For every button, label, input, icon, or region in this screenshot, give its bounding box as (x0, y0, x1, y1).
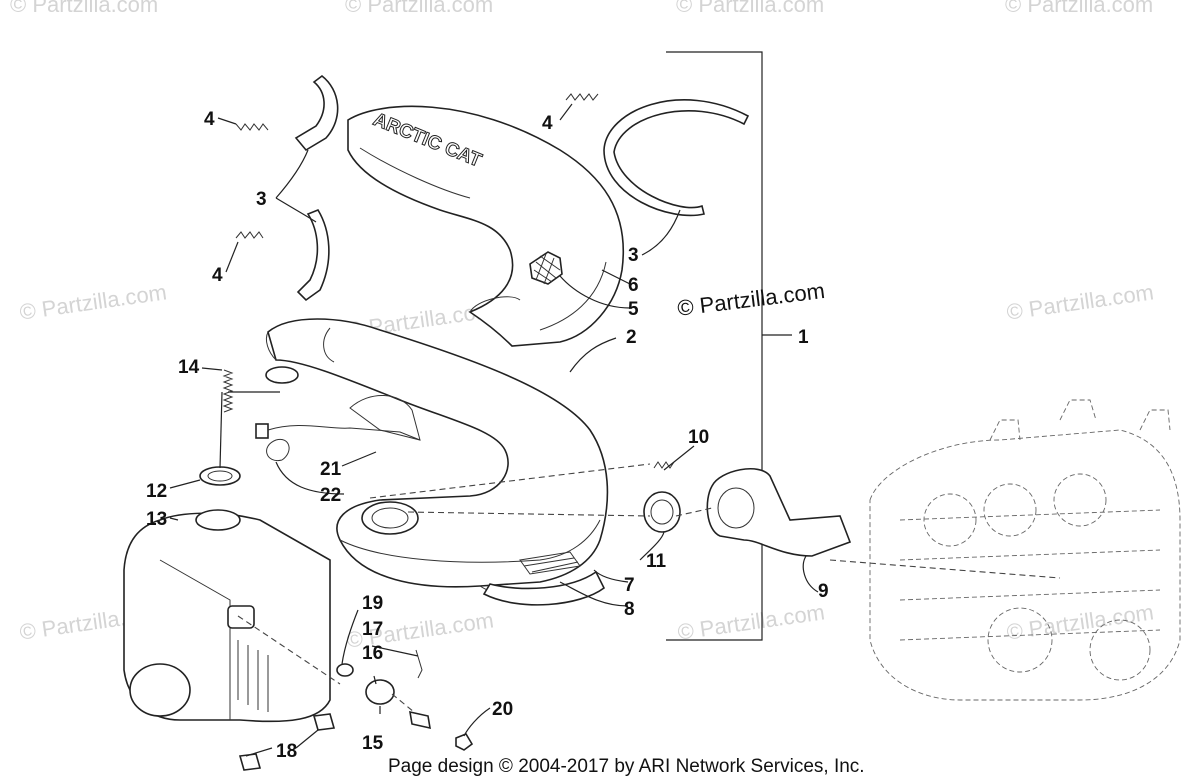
clamp-part (294, 74, 750, 302)
spring-part (222, 366, 299, 413)
muffler-part (123, 509, 331, 723)
callout-6: 6 (628, 275, 639, 296)
callout-8: 8 (624, 599, 635, 620)
gasket-part (199, 466, 241, 486)
sensor-part (255, 423, 421, 462)
watermark: © Partzilla.com (345, 0, 494, 17)
callout-21: 21 (320, 459, 342, 480)
callout-17: 17 (362, 619, 384, 640)
heat-shield-part: ARCTIC CAT (347, 105, 624, 347)
callout-19: 19 (362, 593, 384, 614)
callout-12: 12 (146, 481, 168, 502)
pipe-guard-part (482, 551, 606, 606)
callout-11: 11 (646, 551, 667, 572)
callout-2: 2 (626, 327, 637, 348)
assembly-bracket (666, 51, 792, 641)
callout-1: 1 (798, 327, 809, 348)
callout-3: 3 (628, 245, 639, 266)
callout-9: 9 (818, 581, 829, 602)
page-footer: Page design © 2004-2017 by ARI Network S… (388, 756, 865, 777)
fastener-part (238, 649, 474, 771)
callout-22: 22 (320, 485, 342, 506)
spring-part (235, 93, 599, 239)
callout-10: 10 (688, 427, 710, 448)
callout-4: 4 (542, 113, 553, 134)
alignment-lines (237, 463, 1061, 713)
callout-15: 15 (362, 733, 384, 754)
callout-13: 13 (146, 509, 168, 530)
callout-3: 3 (256, 189, 267, 210)
callout-4: 4 (212, 265, 223, 286)
leader-lines (169, 103, 819, 757)
mesh-patch-part (529, 251, 563, 285)
watermark: © Partzilla.com (676, 0, 825, 17)
seal-ring-part (643, 461, 681, 533)
callout-5: 5 (628, 299, 639, 320)
callout-18: 18 (276, 741, 298, 762)
watermark: © Partzilla.com (1005, 0, 1154, 17)
engine-outline (869, 399, 1181, 701)
exhaust-manifold-part (706, 468, 852, 557)
callout-16: 16 (362, 643, 384, 664)
callout-7: 7 (624, 575, 635, 596)
watermark: © Partzilla.com (10, 0, 159, 17)
callout-14: 14 (178, 357, 200, 378)
callout-4: 4 (204, 109, 215, 130)
callout-20: 20 (492, 699, 514, 720)
